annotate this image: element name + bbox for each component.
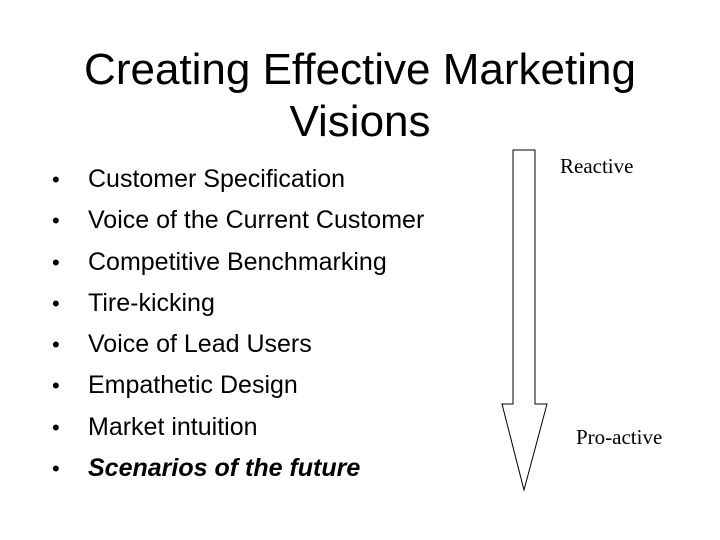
bullet-text: Market intuition — [88, 412, 258, 441]
bullet-item: • Competitive Benchmarking — [52, 242, 424, 283]
bullet-text: Tire-kicking — [88, 288, 215, 317]
bullet-icon: • — [52, 373, 60, 399]
bullet-item: • Voice of the Current Customer — [52, 200, 424, 241]
bullet-text: Empathetic Design — [88, 371, 298, 400]
bullet-item: • Market intuition — [52, 407, 424, 448]
bullet-list: • Customer Specification • Voice of the … — [52, 159, 424, 489]
bullet-icon: • — [52, 208, 60, 234]
bullet-item: • Tire-kicking — [52, 283, 424, 324]
down-arrow-icon — [501, 149, 548, 492]
bullet-item: • Empathetic Design — [52, 365, 424, 406]
bullet-text: Voice of Lead Users — [88, 330, 312, 359]
slide-title-line-1: Creating Effective Marketing — [84, 45, 636, 94]
bullet-text: Voice of the Current Customer — [88, 206, 425, 235]
bullet-item-emphasized: • Scenarios of the future — [52, 448, 424, 489]
bullet-item: • Customer Specification — [52, 159, 424, 200]
slide-title: Creating Effective Marketing Visions — [0, 44, 720, 148]
bullet-icon: • — [52, 290, 60, 316]
bullet-icon: • — [52, 414, 60, 440]
bullet-icon: • — [52, 456, 60, 482]
bullet-item: • Voice of Lead Users — [52, 324, 424, 365]
bullet-icon: • — [52, 249, 60, 275]
bullet-text: Scenarios of the future — [88, 454, 361, 483]
bullet-icon: • — [52, 167, 60, 192]
reactive-label: Reactive — [560, 154, 634, 178]
bullet-icon: • — [52, 332, 60, 358]
pro-active-label: Pro-active — [576, 425, 663, 449]
slide-title-line-2: Visions — [289, 97, 431, 146]
bullet-text: Customer Specification — [88, 165, 346, 193]
bullet-text: Competitive Benchmarking — [88, 247, 387, 276]
